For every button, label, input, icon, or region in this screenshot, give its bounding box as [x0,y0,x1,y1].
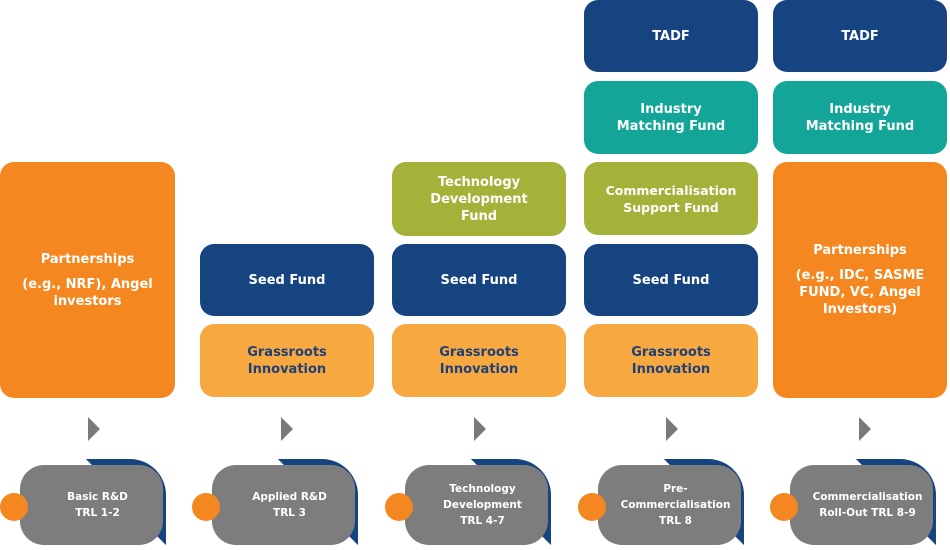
box-line: Industry [640,101,702,117]
box-line: Grassroots [247,344,327,360]
industry-matching-fund-box: Industry Matching Fund [773,81,947,154]
stage-technology-development: Technology Development TRL 4-7 [385,455,565,550]
stage-dot-icon [385,493,413,521]
stage-pill: Technology Development TRL 4-7 [405,465,548,545]
grassroots-innovation-box: Grassroots Innovation [392,324,566,397]
technology-development-fund-box: Technology Development Fund [392,162,566,236]
tadf-box: TADF [584,0,758,72]
box-line: Innovation [247,361,327,377]
stage-line: Commercialisation [812,491,923,503]
box-line: TADF [652,28,690,44]
right-arrow-icon [859,417,871,441]
stage-line: Roll-Out TRL 8-9 [819,507,916,519]
box-line: Technology [437,174,521,190]
box-line: Investors) [822,302,898,317]
stage-pre-commercialisation: Pre- Commercialisation TRL 8 [578,455,758,550]
stage-line: Technology [449,483,516,495]
right-arrow-icon [281,417,293,441]
seed-fund-box: Seed Fund [392,244,566,316]
right-arrow-icon [88,417,100,441]
box-line: Support Fund [623,199,719,215]
stage-pill: Basic R&D TRL 1-2 [20,465,163,545]
tadf-box: TADF [773,0,947,72]
box-line: Development [430,191,528,207]
seed-fund-box: Seed Fund [584,244,758,316]
box-line: FUND, VC, Angel [799,285,921,300]
stage-line: TRL 4-7 [460,515,505,527]
box-line: Innovation [631,361,711,377]
stage-applied-rd: Applied R&D TRL 3 [192,455,372,550]
commercialisation-support-fund-box: Commercialisation Support Fund [584,162,758,235]
box-line: Industry [829,101,891,117]
box-line: investors [53,293,122,309]
grassroots-innovation-box: Grassroots Innovation [200,324,374,397]
stage-dot-icon [578,493,606,521]
seed-fund-box: Seed Fund [200,244,374,316]
box-line: Seed Fund [632,272,710,288]
right-arrow-icon [474,417,486,441]
stage-line: TRL 1-2 [75,507,120,519]
stage-line: TRL 3 [273,507,306,519]
box-line: TADF [841,28,879,44]
stage-line: Applied R&D [252,491,327,503]
stage-basic-rd: Basic R&D TRL 1-2 [0,455,180,550]
box-line: Innovation [439,361,519,377]
stage-line: TRL 8 [659,515,692,527]
box-line: Fund [460,208,498,224]
stage-line: Commercialisation [620,499,731,511]
box-line: Partnerships [40,251,135,267]
stage-line: Basic R&D [67,491,128,503]
stage-pill: Pre- Commercialisation TRL 8 [598,465,741,545]
right-arrow-icon [666,417,678,441]
box-line: (e.g., NRF), Angel [22,276,153,292]
box-line: Grassroots [631,344,711,360]
stage-dot-icon [192,493,220,521]
stage-pill: Applied R&D TRL 3 [212,465,355,545]
stage-pill: Commercialisation Roll-Out TRL 8-9 [790,465,933,545]
box-line: (e.g., IDC, SASME [795,268,925,283]
stage-commercialisation-rollout: Commercialisation Roll-Out TRL 8-9 [770,455,950,550]
partnerships-nrf-box: Partnerships (e.g., NRF), Angel investor… [0,162,175,398]
grassroots-innovation-box: Grassroots Innovation [584,324,758,397]
stage-dot-icon [0,493,28,521]
box-line: Matching Fund [616,118,726,134]
box-line: Commercialisation [605,182,737,198]
industry-matching-fund-box: Industry Matching Fund [584,81,758,154]
partnerships-idc-box: Partnerships (e.g., IDC, SASME FUND, VC,… [773,162,947,398]
box-line: Grassroots [439,344,519,360]
box-line: Seed Fund [440,272,518,288]
box-line: Matching Fund [805,118,915,134]
box-line: Seed Fund [248,272,326,288]
stage-dot-icon [770,493,798,521]
stage-line: Development [443,499,522,511]
box-line: Partnerships [813,243,907,258]
stage-line: Pre- [663,483,688,495]
